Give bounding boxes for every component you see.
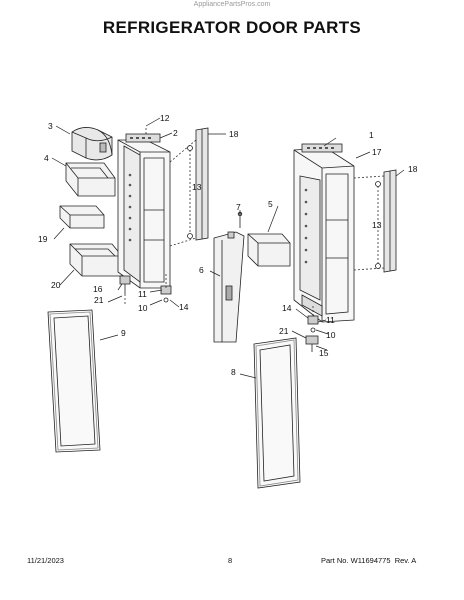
left-door-liner (117, 133, 171, 289)
footer-date: 11/21/2023 (27, 556, 64, 565)
callout-14-right: 14 (282, 303, 292, 313)
part-number: W11694775 (350, 556, 391, 565)
rev-label: Rev. (394, 556, 410, 565)
right-hinge-hardware (305, 315, 319, 352)
callout-1: 1 (369, 130, 374, 140)
right-hinge-bar (375, 169, 397, 273)
part-label: Part No. (321, 556, 349, 565)
callout-14-left: 14 (179, 302, 189, 312)
callout-2: 2 (173, 128, 178, 138)
callout-15: 15 (319, 348, 329, 358)
part-4-door-bin (65, 162, 116, 197)
callout-18-right: 18 (408, 164, 418, 174)
callout-11-left: 11 (138, 289, 147, 299)
callout-6: 6 (199, 265, 204, 275)
leader-lines (51, 117, 405, 379)
page-title: REFRIGERATOR DOOR PARTS (102, 18, 362, 37)
callout-19: 19 (38, 234, 48, 244)
part-6-mullion (213, 231, 245, 343)
callout-18-left: 18 (229, 129, 239, 139)
callout-3: 3 (48, 121, 53, 131)
footer-page-number: 8 (228, 556, 233, 565)
callout-8: 8 (231, 367, 236, 377)
rev-value: A (411, 556, 417, 565)
callout-4: 4 (44, 153, 49, 163)
callout-10-right: 10 (326, 330, 336, 340)
left-hinge-hardware (119, 275, 172, 303)
footer-part-number: Part No. W11694775 Rev. A (321, 556, 416, 565)
part-5-right-bin (247, 233, 291, 267)
callout-13-left: 13 (192, 182, 202, 192)
explosion-lines (124, 126, 385, 316)
callout-16: 16 (93, 284, 103, 294)
left-hinge-bar (187, 127, 209, 241)
callout-20: 20 (51, 280, 61, 290)
callout-7: 7 (236, 202, 241, 212)
callout-10-left: 10 (138, 303, 148, 313)
part-20-bin (69, 243, 123, 277)
callout-21-left: 21 (94, 295, 104, 305)
callout-9: 9 (121, 328, 126, 338)
part-7-screw (237, 211, 243, 228)
part-9-left-gasket (47, 309, 101, 453)
part-8-right-gasket (253, 337, 301, 489)
callout-5: 5 (268, 199, 273, 209)
part-3-canister (71, 127, 113, 161)
part-1-right-door-liner (293, 143, 355, 323)
callout-12: 12 (160, 113, 170, 123)
callout-17: 17 (372, 147, 382, 157)
part-19-bin (59, 205, 105, 229)
watermark: AppliancePartsPros.com (193, 1, 271, 8)
callout-11-right: 11 (326, 315, 335, 325)
callout-13-right: 13 (372, 220, 382, 230)
callout-21-right: 21 (279, 326, 289, 336)
